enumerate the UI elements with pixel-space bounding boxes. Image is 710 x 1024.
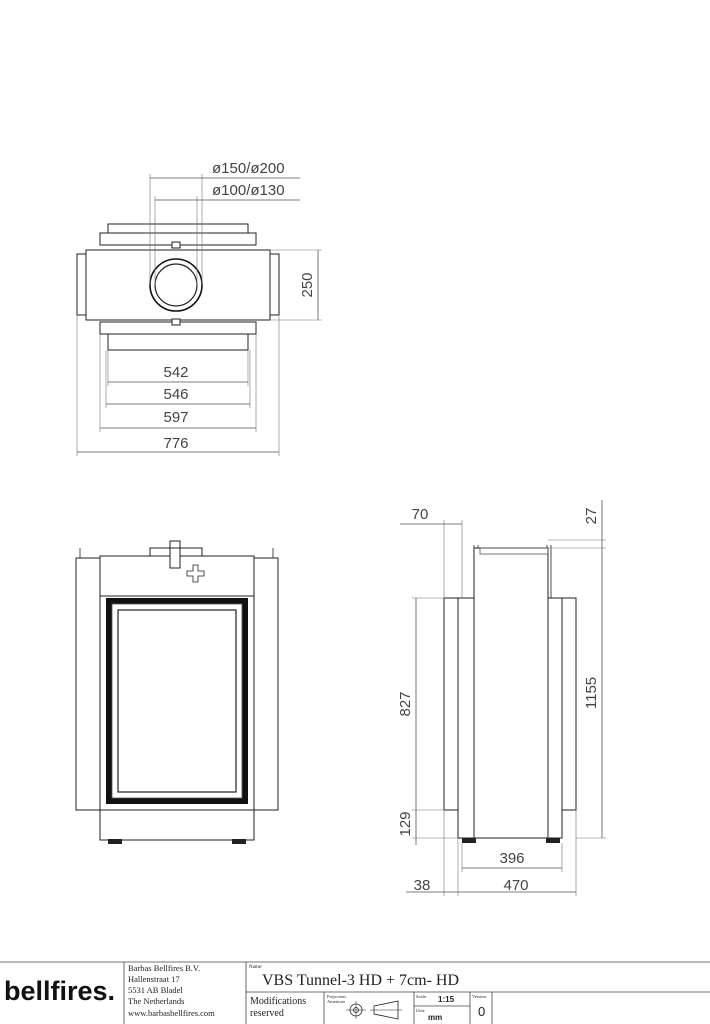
dim-827: 827 bbox=[397, 691, 414, 716]
dim-width-776: 776 bbox=[163, 435, 188, 452]
scale-caption: Scale: bbox=[416, 994, 427, 999]
side-front-panel bbox=[443, 597, 459, 811]
dim-129: 129 bbox=[397, 811, 414, 836]
side-back-panel bbox=[561, 597, 577, 811]
foot-right bbox=[232, 839, 246, 844]
bottom-rail-lower bbox=[107, 333, 249, 351]
top-body bbox=[85, 249, 271, 321]
dim-27: 27 bbox=[583, 508, 600, 525]
company-website: www.barbasbellfires.com bbox=[128, 1008, 215, 1018]
logo: bellfires. bbox=[4, 976, 115, 1006]
dim-width-597: 597 bbox=[163, 409, 188, 426]
dim-flue-inner: ø100/ø130 bbox=[212, 182, 285, 199]
top-rail-upper bbox=[107, 223, 249, 234]
projection-value: American bbox=[327, 999, 345, 1004]
bottom-latch bbox=[171, 318, 181, 326]
side-front-frame bbox=[457, 597, 475, 839]
dim-70: 70 bbox=[412, 506, 429, 523]
projection-caption: Projection: bbox=[327, 994, 347, 999]
projection-symbol-icon bbox=[346, 1000, 402, 1020]
dim-38: 38 bbox=[414, 877, 431, 894]
title-block: bellfires. Barbas Bellfires B.V. Hallens… bbox=[0, 961, 710, 1024]
version-value: 0 bbox=[478, 1004, 485, 1019]
top-view: ø150/ø200 ø100/ø130 250 542 546 597 776 bbox=[76, 160, 322, 456]
front-hood bbox=[99, 555, 255, 597]
dim-396: 396 bbox=[499, 850, 524, 867]
dim-flue-outer: ø150/ø200 bbox=[212, 160, 285, 177]
modifications-line1: Modifications bbox=[250, 996, 306, 1007]
name-caption: Name: bbox=[249, 965, 262, 970]
version-caption: Version: bbox=[472, 994, 487, 999]
company-postal: 5531 AB Bladel bbox=[128, 985, 183, 995]
dim-width-546: 546 bbox=[163, 386, 188, 403]
cross-icon bbox=[186, 564, 205, 583]
side-back-frame bbox=[547, 597, 563, 839]
foot-left bbox=[108, 839, 122, 844]
top-side-left bbox=[76, 253, 87, 316]
company-street: Hallenstraat 17 bbox=[128, 974, 180, 984]
glass-pane bbox=[117, 609, 237, 793]
unit-value: mm bbox=[428, 1013, 442, 1022]
company-country: The Netherlands bbox=[128, 996, 184, 1006]
product-name: VBS Tunnel-3 HD + 7cm- HD bbox=[262, 972, 459, 989]
side-view: 70 27 1155 827 129 396 38 470 bbox=[397, 500, 606, 896]
front-view bbox=[75, 540, 279, 844]
dim-1155: 1155 bbox=[583, 677, 600, 709]
company-name: Barbas Bellfires B.V. bbox=[128, 963, 200, 973]
unit-caption: Unit: bbox=[416, 1008, 425, 1013]
front-side-right bbox=[253, 557, 279, 811]
front-side-left bbox=[75, 557, 101, 811]
scale-value: 1:15 bbox=[438, 995, 455, 1004]
top-side-right bbox=[269, 253, 280, 316]
dim-depth: 250 bbox=[299, 272, 316, 297]
top-latch bbox=[171, 241, 181, 249]
dim-width-542: 542 bbox=[163, 364, 188, 381]
side-core bbox=[473, 547, 549, 839]
modifications-line2: reserved bbox=[250, 1008, 284, 1019]
front-base bbox=[99, 809, 255, 841]
dim-470: 470 bbox=[503, 877, 528, 894]
